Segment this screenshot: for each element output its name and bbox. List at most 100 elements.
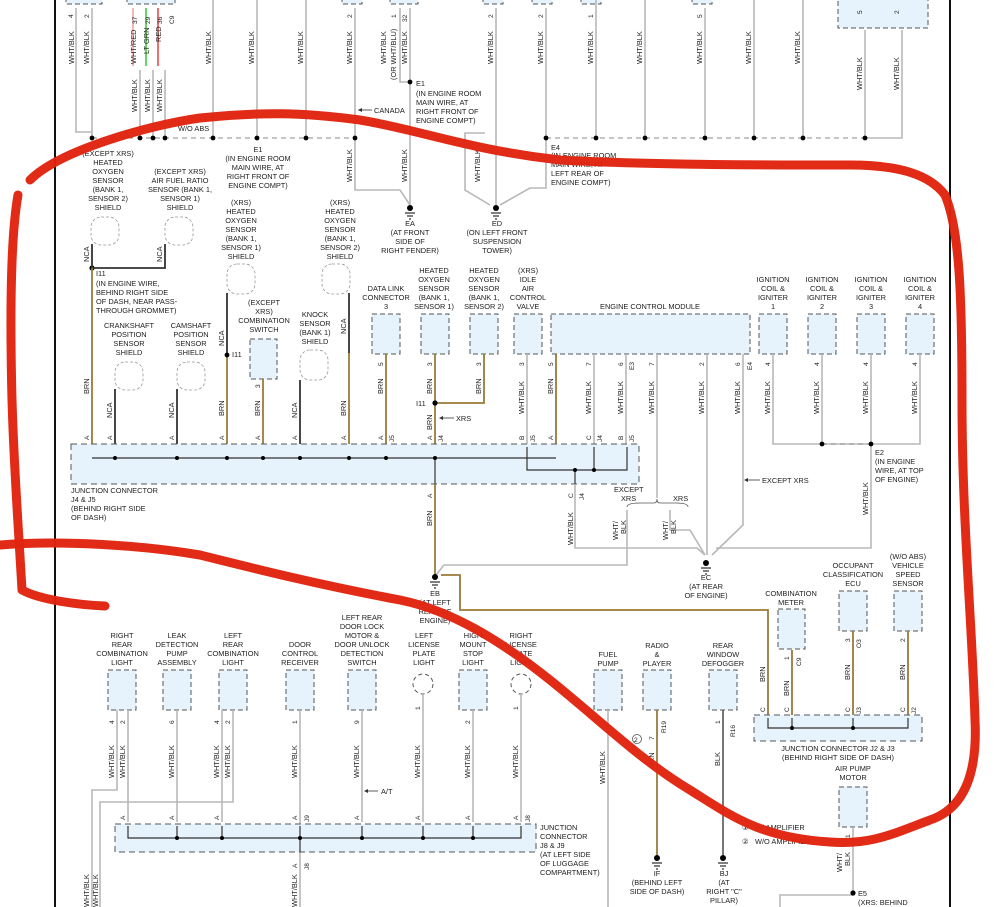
svg-text:STOP: STOP xyxy=(463,649,483,658)
svg-text:J2: J2 xyxy=(911,707,918,714)
svg-text:(AT LEFT SIDE: (AT LEFT SIDE xyxy=(540,850,591,859)
svg-text:JUNCTION CONNECTOR: JUNCTION CONNECTOR xyxy=(71,486,158,495)
svg-text:29: 29 xyxy=(145,16,152,24)
svg-text:WHT/BLK: WHT/BLK xyxy=(695,31,704,64)
svg-text:THROUGH GROMMET): THROUGH GROMMET) xyxy=(96,306,176,315)
svg-text:BRN: BRN xyxy=(217,400,226,416)
svg-text:POSITION: POSITION xyxy=(111,330,146,339)
svg-text:(BANK 1,: (BANK 1, xyxy=(325,234,356,243)
svg-text:WHT/BLK: WHT/BLK xyxy=(486,31,495,64)
svg-text:COIL &: COIL & xyxy=(761,284,785,293)
svg-text:DETECTION: DETECTION xyxy=(341,649,384,658)
right-wires xyxy=(791,631,909,718)
svg-text:HEATED: HEATED xyxy=(226,207,255,216)
svg-text:WHT/BLK: WHT/BLK xyxy=(855,57,864,90)
svg-text:3: 3 xyxy=(427,362,434,366)
svg-text:A: A xyxy=(219,435,226,440)
svg-text:CONNECTOR: CONNECTOR xyxy=(540,832,588,841)
svg-text:WHT/BLK: WHT/BLK xyxy=(118,745,127,778)
svg-text:REAR: REAR xyxy=(713,641,734,650)
svg-text:LEFT REAR: LEFT REAR xyxy=(342,613,383,622)
svg-text:COMPARTMENT): COMPARTMENT) xyxy=(540,868,600,877)
svg-text:SHIELD: SHIELD xyxy=(302,337,329,346)
svg-text:WHT/BLK: WHT/BLK xyxy=(247,31,256,64)
svg-text:OF ENGINE): OF ENGINE) xyxy=(684,591,727,600)
svg-text:(XRS): (XRS) xyxy=(330,198,350,207)
svg-text:OF DASH, NEAR PASS-: OF DASH, NEAR PASS- xyxy=(96,297,178,306)
svg-text:WHT/BLK: WHT/BLK xyxy=(67,31,76,64)
air-pump-motor: AIR PUMP MOTOR 1 WHT/ BLK xyxy=(779,764,871,907)
svg-text:7: 7 xyxy=(586,362,593,366)
left-rear-door-lock-motor: LEFT REAR DOOR LOCK MOTOR & DOOR UNLOCK … xyxy=(334,613,390,711)
svg-text:A: A xyxy=(513,815,520,820)
amplifier-markers: 2 xyxy=(632,734,642,744)
svg-text:WHT/BLK: WHT/BLK xyxy=(130,79,139,112)
svg-text:4: 4 xyxy=(109,720,116,724)
junction-connector-j2-j3: JUNCTION CONNECTOR J2 & J3 (BEHIND RIGHT… xyxy=(753,714,923,762)
svg-text:BRN: BRN xyxy=(339,400,348,416)
svg-text:RIGHT: RIGHT xyxy=(510,631,533,640)
svg-text:WIRE, AT TOP: WIRE, AT TOP xyxy=(875,466,924,475)
svg-text:C: C xyxy=(845,707,852,712)
right-labels: BRN BRN BRN BRN 1 C9 3 O3 2 C C C J3 C J… xyxy=(758,638,918,714)
svg-text:(IN ENGINE ROOM: (IN ENGINE ROOM xyxy=(416,89,481,98)
high-mount-stop-light: HIGH MOUNT STOP LIGHT xyxy=(458,631,488,711)
svg-text:WHT/BLK: WHT/BLK xyxy=(82,874,91,907)
amplifier-legend: ① W/ AMPLIFIER ② W/O AMPLIFIER xyxy=(742,823,810,846)
svg-text:WHT/BLK: WHT/BLK xyxy=(107,745,116,778)
svg-text:WHT/BLK: WHT/BLK xyxy=(143,79,152,112)
svg-text:SENSOR: SENSOR xyxy=(324,225,355,234)
svg-text:IGNITION: IGNITION xyxy=(855,275,888,284)
svg-text:WHT/BLK: WHT/BLK xyxy=(517,381,526,414)
svg-text:SENSOR (BANK 1,: SENSOR (BANK 1, xyxy=(148,185,212,194)
svg-text:REAR: REAR xyxy=(223,640,244,649)
svg-text:(BANK 1): (BANK 1) xyxy=(299,328,330,337)
svg-text:4: 4 xyxy=(814,362,821,366)
bottom-components: RIGHT REAR COMBINATION LIGHT LEAK DETECT… xyxy=(96,613,744,711)
svg-text:A: A xyxy=(292,435,299,440)
svg-text:J9: J9 xyxy=(304,815,311,822)
svg-text:SENSOR: SENSOR xyxy=(892,579,923,588)
svg-text:ENGINE COMPT): ENGINE COMPT) xyxy=(416,116,476,125)
ground-ea: EA (AT FRONT SIDE OF RIGHT FENDER) xyxy=(381,205,439,255)
svg-text:BRN: BRN xyxy=(425,414,434,430)
svg-text:1: 1 xyxy=(715,720,722,724)
svg-text:2: 2 xyxy=(634,737,638,744)
svg-text:1: 1 xyxy=(771,302,775,311)
svg-text:WHT/BLK: WHT/BLK xyxy=(511,745,520,778)
svg-text:B: B xyxy=(519,435,526,440)
svg-text:ENGINE CONTROL MODULE: ENGINE CONTROL MODULE xyxy=(600,302,700,311)
svg-text:IGNITER: IGNITER xyxy=(905,293,935,302)
svg-text:HEATED: HEATED xyxy=(419,266,448,275)
engine-control-module: ENGINE CONTROL MODULE xyxy=(550,302,751,355)
svg-text:WHT/BLK: WHT/BLK xyxy=(861,482,870,515)
svg-text:7: 7 xyxy=(649,362,656,366)
svg-text:2: 2 xyxy=(900,638,907,642)
svg-text:C: C xyxy=(760,707,767,712)
ignition-coil-1: IGNITION COIL & IGNITER 1 xyxy=(757,275,789,355)
svg-text:SENSOR: SENSOR xyxy=(92,176,123,185)
svg-text:SENSOR 1): SENSOR 1) xyxy=(414,302,454,311)
svg-text:ED: ED xyxy=(492,219,502,228)
svg-text:WHT/BLK: WHT/BLK xyxy=(379,31,388,64)
svg-text:(AT LEFT: (AT LEFT xyxy=(419,598,451,607)
svg-text:WHT/BLK: WHT/BLK xyxy=(566,512,575,545)
svg-text:HEATED: HEATED xyxy=(325,207,354,216)
svg-text:3: 3 xyxy=(476,362,483,366)
svg-text:WHT/BLK: WHT/BLK xyxy=(697,381,706,414)
svg-text:LEFT: LEFT xyxy=(415,631,434,640)
svg-text:MAIN WIRE, AT: MAIN WIRE, AT xyxy=(232,163,285,172)
shield-heated-o2-b1s2-except-xrs: (EXCEPT XRS) HEATED OXYGEN SENSOR (BANK … xyxy=(82,149,134,246)
svg-text:A: A xyxy=(84,435,91,440)
svg-text:OF DASH): OF DASH) xyxy=(71,513,106,522)
svg-text:J4 & J5: J4 & J5 xyxy=(71,495,96,504)
svg-text:EXCEPT XRS: EXCEPT XRS xyxy=(762,476,809,485)
fuel-pump: FUEL PUMP xyxy=(593,650,623,711)
svg-text:WHT/BLK: WHT/BLK xyxy=(812,381,821,414)
svg-text:OXYGEN: OXYGEN xyxy=(225,216,257,225)
shield-knock-sensor: KNOCK SENSOR (BANK 1) SHIELD xyxy=(299,310,331,381)
svg-text:A: A xyxy=(107,435,114,440)
svg-text:OF LUGGAGE: OF LUGGAGE xyxy=(540,859,589,868)
svg-text:C9: C9 xyxy=(796,657,803,666)
shield-heated-o2-b1s1-xrs: (XRS) HEATED OXYGEN SENSOR (BANK 1, SENS… xyxy=(221,198,261,295)
